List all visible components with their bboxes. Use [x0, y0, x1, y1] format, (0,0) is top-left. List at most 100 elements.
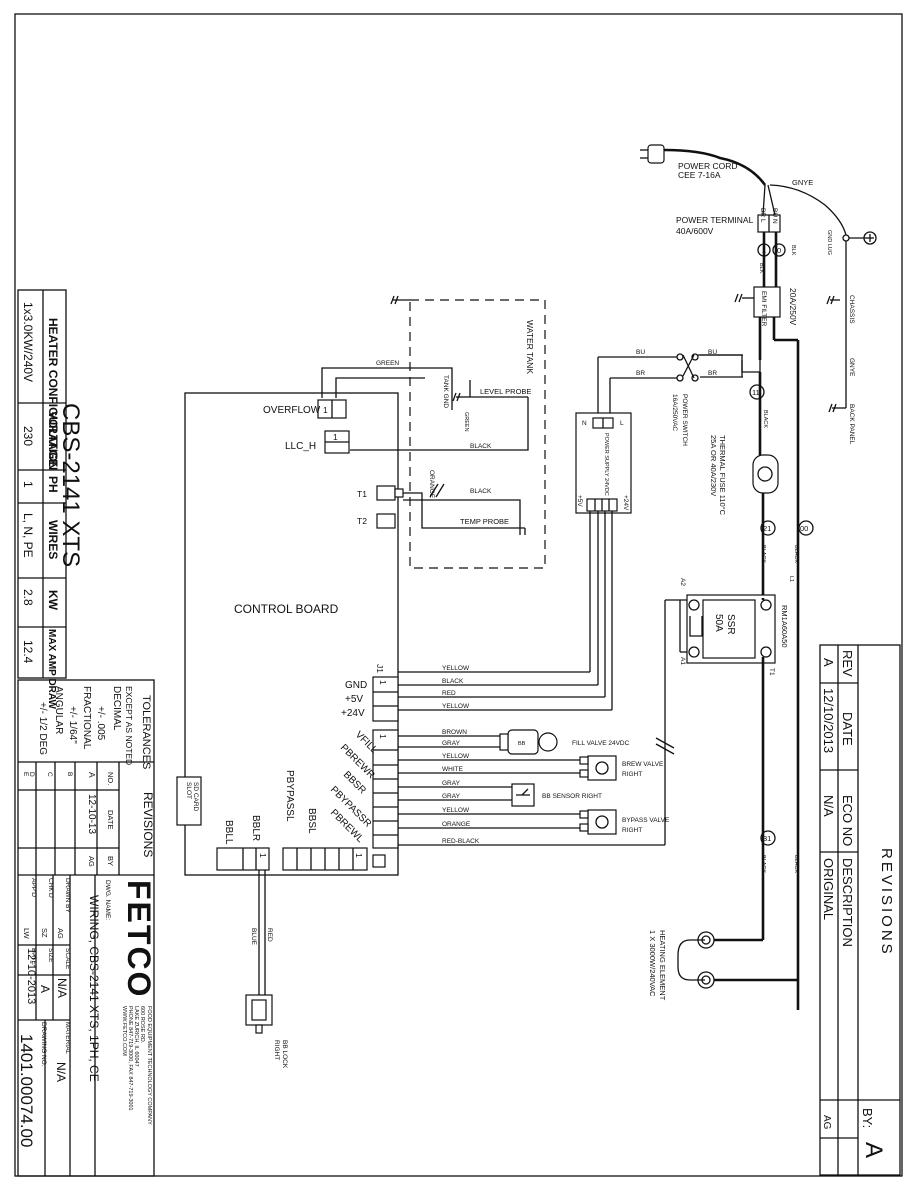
svg-text:YELLOW: YELLOW — [442, 665, 470, 672]
small-rev-row-c-no: C — [46, 772, 53, 777]
company-phone: PHONE 847-719-3000, FAX 847-719-3001 — [127, 1006, 133, 1111]
svg-text:11: 11 — [752, 388, 760, 397]
emi-filter-rating: 20A/250V — [788, 288, 798, 326]
fill-valve-label: FILL VALVE 24VDC — [572, 740, 630, 747]
dwg-name: WIRING, CBS-2141 XTS, 1PH, CE — [87, 895, 101, 1082]
dwg-name-label: DWG. NAME: — [104, 880, 111, 920]
svg-text:YELLOW: YELLOW — [442, 703, 470, 710]
heater-table: HEATER CONFIGURATION VOLTAGE PH WIRES KW… — [17, 289, 67, 710]
small-revisions-title: REVISIONS — [141, 792, 155, 857]
rev-col-date: DATE — [840, 712, 855, 746]
heater-header-ph: PH — [46, 476, 60, 493]
wire-marker-00 — [798, 520, 814, 536]
small-rev-row-b-no: B — [66, 772, 73, 776]
pin-bbsl: BBSL — [306, 808, 317, 834]
power-supply-24vdc: N L POWER SUPPLY 24VDC +5V +24V — [575, 412, 632, 514]
power-cord-spec: CEE 7-16A — [678, 170, 721, 180]
power-cord-label: POWER CORD — [678, 161, 738, 171]
svg-text:T2: T2 — [357, 516, 367, 526]
pin-gnd: GND — [345, 680, 367, 691]
rev-col-eco: ECO NO — [840, 795, 855, 846]
material: N/A — [54, 1062, 68, 1082]
svg-text:BLACK: BLACK — [793, 855, 799, 873]
power-supply-label: POWER SUPPLY 24VDC — [603, 433, 609, 496]
pin-5v: +5V — [345, 694, 363, 705]
model-title: CBS-2141 XTS — [57, 403, 84, 567]
svg-text:A2: A2 — [679, 578, 686, 586]
power-terminal-spec: 40A/600V — [676, 226, 714, 236]
svg-text:1: 1 — [378, 680, 388, 685]
tolerances-angular: ANGULAR — [53, 686, 64, 734]
wire-marker-11 — [749, 384, 765, 400]
tolerances-decimal-val: +/- .005 — [95, 706, 106, 741]
water-tank-label: WATER TANK — [525, 320, 535, 374]
svg-text:BLACK: BLACK — [442, 678, 464, 685]
scale: N/A — [55, 978, 69, 998]
svg-text:BU: BU — [708, 349, 717, 356]
svg-text:BLACK: BLACK — [760, 545, 766, 563]
svg-text:ORANGE: ORANGE — [442, 821, 471, 828]
power-switch: POWER SWITCH 16A/250VAC — [671, 353, 699, 446]
material-label: MATERIAL — [64, 1022, 71, 1054]
svg-text:EMI FILTER: EMI FILTER — [760, 291, 767, 327]
small-rev-col-no: NO. — [106, 772, 115, 785]
svg-text:YELLOW: YELLOW — [442, 753, 470, 760]
svg-text:L: L — [620, 420, 624, 427]
emi-filter: EMI FILTER 20A/250V — [734, 286, 798, 327]
control-board-label: CONTROL BOARD — [234, 602, 339, 616]
svg-text:BLUE: BLUE — [250, 928, 257, 946]
svg-text:BLK: BLK — [758, 263, 764, 274]
gnd-lug-label: GND LUG — [826, 230, 832, 255]
j1-label: J1 — [375, 664, 385, 673]
small-rev-row-e-no: E — [22, 772, 29, 777]
rev-col-rev: REV — [840, 650, 855, 677]
tolerances-except: EXCEPT AS NOTED — [124, 686, 134, 765]
svg-text:BR: BR — [708, 370, 717, 377]
gnye-ground-wire — [769, 184, 847, 236]
brew-valve: BREW VALVE RIGHT — [579, 755, 664, 781]
level-probe-label: LEVEL PROBE — [480, 387, 531, 396]
heater-val-kw: 2.8 — [21, 589, 35, 606]
power-switch-label: POWER SWITCH — [681, 394, 688, 446]
title-block: TOLERANCES EXCEPT AS NOTED DECIMAL +/- .… — [17, 679, 157, 1177]
pin-24v: +24V — [341, 708, 365, 719]
rev-val-desc: ORIGINAL — [821, 858, 836, 920]
sheet-border — [14, 13, 903, 1177]
svg-text:SLOT: SLOT — [185, 782, 192, 799]
svg-text:1: 1 — [354, 853, 364, 858]
svg-text:BU: BU — [636, 349, 645, 356]
svg-text:L: L — [759, 219, 766, 223]
ssr-relay: SSR 50A RM1A60A50 A2 A1 T1 — [679, 578, 789, 676]
bypass-valve: BYPASS VALVE RIGHT — [579, 809, 670, 835]
small-rev-row-a-date: 12-10-13 — [86, 794, 97, 834]
heater-val-voltage: 230 — [21, 426, 35, 446]
heater-header-kw: KW — [46, 590, 60, 611]
svg-text:RED: RED — [442, 690, 456, 697]
svg-text:50A: 50A — [713, 614, 724, 632]
fill-valve: BB FILL VALVE 24VDC — [499, 729, 630, 755]
svg-text:BLACK: BLACK — [762, 410, 768, 428]
size-label: SIZE — [47, 948, 54, 963]
svg-text:BROWN: BROWN — [442, 729, 467, 736]
heater-val-amp: 12.4 — [21, 640, 35, 664]
svg-text:BU: BU — [771, 208, 778, 217]
heating-element-label: HEATING ELEMENT — [658, 930, 667, 1001]
svg-text:1: 1 — [378, 734, 388, 739]
rev-val-by: AG — [821, 1115, 832, 1130]
heater-val-config: 1x3.0KW/240V — [21, 302, 35, 382]
tolerances-fractional-val: +/- 1/64" — [67, 706, 78, 744]
svg-text:BB: BB — [518, 741, 526, 747]
svg-text:A1: A1 — [679, 657, 686, 665]
revisions-block: REVISIONS REV DATE ECO NO DESCRIPTION BY… — [819, 644, 901, 1176]
svg-text:T1: T1 — [768, 668, 775, 676]
svg-text:T1: T1 — [357, 489, 367, 499]
svg-text:WHITE: WHITE — [442, 766, 464, 773]
svg-text:BLACK: BLACK — [760, 855, 766, 873]
appd: LW — [22, 928, 31, 940]
chkd-label: CHK'D — [47, 878, 54, 898]
sd-card-slot — [176, 776, 202, 826]
small-rev-col-date: DATE — [106, 810, 115, 829]
svg-text:GRAY: GRAY — [442, 793, 461, 800]
control-board: CONTROL BOARD 1 OVERFLOW 1 LLC_H T1 T2 J… — [176, 392, 404, 876]
